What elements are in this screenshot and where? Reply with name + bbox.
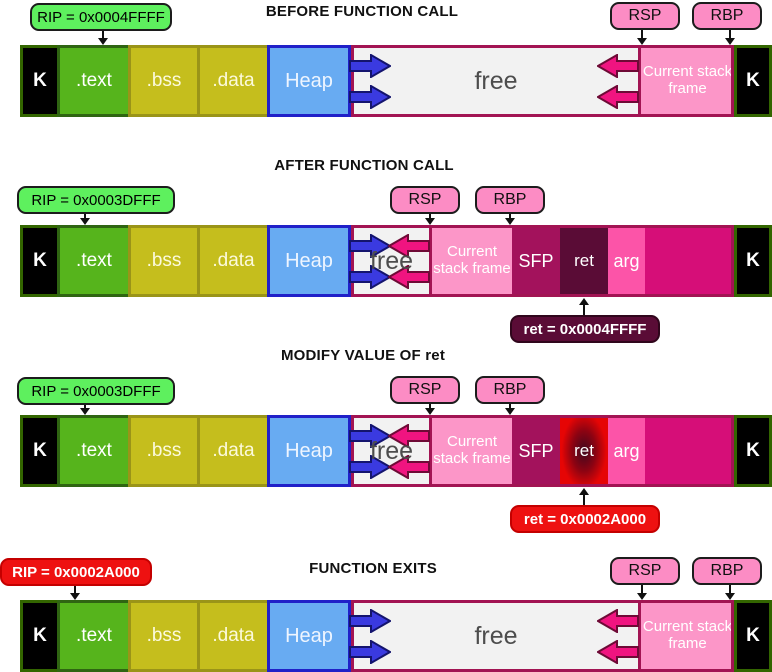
stack-growth-arrow-left-icon [597, 54, 639, 78]
memory-bar: K .text .bss .data Heap Current stack fr… [20, 415, 772, 487]
kernel-segment: K [20, 600, 60, 672]
rbp-register-badge: RBP [475, 376, 545, 404]
pointer-arrow-up-icon [579, 298, 589, 315]
pointer-arrow-down-icon [637, 30, 647, 45]
heap-segment: Heap [267, 415, 351, 487]
stack-growth-arrow-left-icon [388, 265, 430, 289]
arg-segment: arg [608, 225, 645, 297]
pointer-arrow-down-icon [98, 31, 108, 45]
kernel-segment: K [20, 415, 60, 487]
free-label: free [474, 66, 518, 95]
kernel-segment: K [734, 415, 772, 487]
text-segment: .text [57, 45, 131, 117]
ret-segment-overwritten: ret [560, 415, 608, 487]
heap-segment: Heap [267, 225, 351, 297]
memory-bar: K .text .bss .data Heap Current stack fr… [20, 225, 772, 297]
heap-segment: Heap [267, 45, 351, 117]
kernel-segment: K [20, 45, 60, 117]
rbp-register-badge: RBP [692, 557, 762, 585]
sfp-segment: SFP [512, 225, 560, 297]
rsp-register-badge: RSP [390, 186, 460, 214]
rip-register-badge: RIP = 0x0003DFFF [17, 377, 175, 405]
rbp-register-badge: RBP [692, 2, 762, 30]
stack-growth-arrow-left-icon [597, 85, 639, 109]
pointer-arrow-down-icon [505, 214, 515, 225]
pointer-arrow-down-icon [80, 214, 90, 225]
bss-segment: .bss [128, 45, 200, 117]
rbp-register-badge: RBP [475, 186, 545, 214]
stack-growth-arrow-left-icon [388, 234, 430, 258]
pointer-arrow-down-icon [80, 405, 90, 415]
caller-stack-segment [645, 225, 734, 297]
current-stack-frame-segment: Current stack frame [641, 600, 734, 672]
stack-growth-arrow-left-icon [597, 609, 639, 633]
current-stack-frame-segment: Current stack frame [641, 45, 734, 117]
memory-bar: K .text .bss .data Heap Current stack fr… [20, 45, 772, 117]
kernel-segment: K [734, 225, 772, 297]
data-segment: .data [197, 225, 270, 297]
sfp-segment: SFP [512, 415, 560, 487]
pointer-arrow-down-icon [425, 404, 435, 415]
free-segment [351, 45, 641, 117]
free-label: free [474, 621, 518, 650]
free-label: free [369, 436, 414, 465]
pointer-arrow-down-icon [70, 586, 80, 600]
heap-segment: Heap [267, 600, 351, 672]
data-segment: .data [197, 415, 270, 487]
free-segment [351, 600, 641, 672]
rip-register-badge: RIP = 0x0003DFFF [17, 186, 175, 214]
free-label: free [369, 246, 414, 275]
rsp-register-badge: RSP [390, 376, 460, 404]
current-stack-frame-segment: Current stack frame [432, 415, 512, 487]
data-segment: .data [197, 45, 270, 117]
caller-stack-segment [645, 415, 734, 487]
pointer-arrow-down-icon [637, 585, 647, 600]
ret-value-badge: ret = 0x0002A000 [510, 505, 660, 533]
free-stack-divider [429, 225, 432, 297]
rip-register-badge: RIP = 0x0004FFFF [30, 3, 172, 31]
text-segment: .text [57, 415, 131, 487]
rsp-register-badge: RSP [610, 2, 680, 30]
text-segment: .text [57, 225, 131, 297]
stack-growth-arrow-left-icon [388, 455, 430, 479]
stack-growth-arrow-left-icon [388, 424, 430, 448]
section-title: FUNCTION EXITS [309, 560, 437, 577]
section-after-function-call: AFTER FUNCTION CALL RIP = 0x0003DFFF RSP… [0, 155, 772, 345]
pointer-arrow-down-icon [725, 30, 735, 45]
free-segment [351, 415, 432, 487]
free-stack-divider [638, 45, 641, 117]
pointer-arrow-down-icon [725, 585, 735, 600]
section-title: MODIFY VALUE OF ret [280, 347, 446, 364]
section-title: BEFORE FUNCTION CALL [265, 3, 459, 20]
text-segment: .text [57, 600, 131, 672]
bss-segment: .bss [128, 600, 200, 672]
bss-segment: .bss [128, 225, 200, 297]
ret-segment: ret [560, 225, 608, 297]
kernel-segment: K [734, 45, 772, 117]
section-before-function-call: BEFORE FUNCTION CALL RIP = 0x0004FFFF RS… [0, 0, 772, 155]
stack-growth-arrow-left-icon [597, 640, 639, 664]
section-function-exits: FUNCTION EXITS RIP = 0x0002A000 RSP RBP … [0, 555, 772, 672]
rip-register-badge: RIP = 0x0002A000 [0, 558, 152, 586]
pointer-arrow-down-icon [505, 404, 515, 415]
pointer-arrow-up-icon [579, 488, 589, 505]
free-segment [351, 225, 432, 297]
arg-segment: arg [608, 415, 645, 487]
section-modify-value-of-ret: MODIFY VALUE OF ret RIP = 0x0003DFFF RSP… [0, 345, 772, 535]
data-segment: .data [197, 600, 270, 672]
ret-value-badge: ret = 0x0004FFFF [510, 315, 660, 343]
current-stack-frame-segment: Current stack frame [432, 225, 512, 297]
free-stack-divider [429, 415, 432, 487]
kernel-segment: K [734, 600, 772, 672]
kernel-segment: K [20, 225, 60, 297]
pointer-arrow-down-icon [425, 214, 435, 225]
rsp-register-badge: RSP [610, 557, 680, 585]
section-title: AFTER FUNCTION CALL [274, 157, 454, 174]
memory-bar: K .text .bss .data Heap Current stack fr… [20, 600, 772, 672]
bss-segment: .bss [128, 415, 200, 487]
free-stack-divider [638, 600, 641, 672]
